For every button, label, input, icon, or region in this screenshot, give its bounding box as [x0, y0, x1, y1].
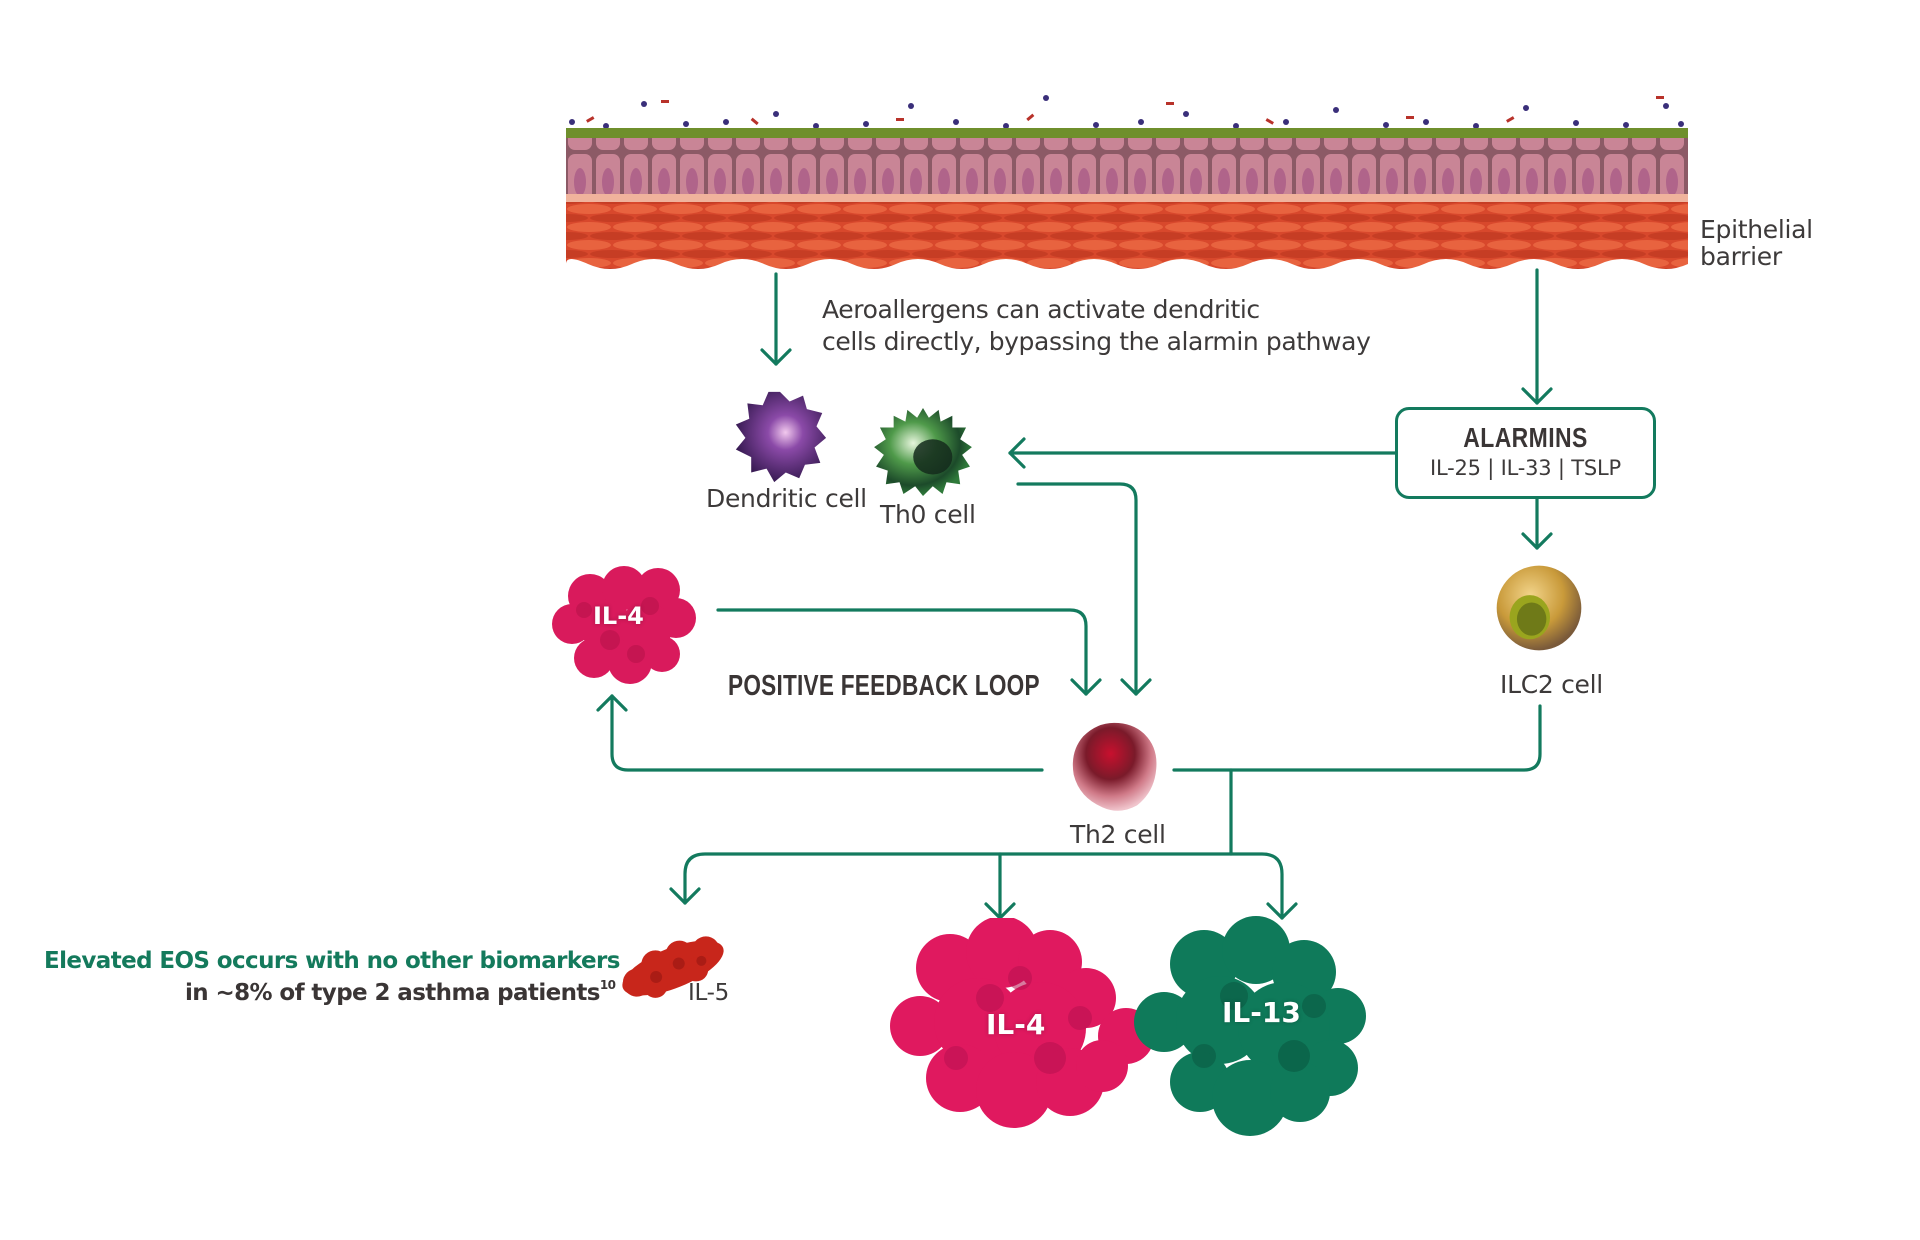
- dendritic-cell-label: Dendritic cell: [706, 484, 867, 513]
- il13-protein-icon: [1134, 916, 1366, 1136]
- dendritic-cell-icon: [735, 391, 827, 483]
- aeroallergen-note-line2: cells directly, bypassing the alarmin pa…: [822, 327, 1371, 356]
- positive-feedback-loop-label: POSITIVE FEEDBACK LOOP: [728, 670, 1040, 702]
- arrowhead-il4-large: [984, 902, 1016, 920]
- epithelial-barrier-label-line1: Epithelial: [1700, 215, 1813, 244]
- th0-cell-icon: [874, 407, 972, 496]
- ilc2-cell-label: ILC2 cell: [1500, 670, 1603, 699]
- eos-note-footnote: 10: [599, 978, 616, 992]
- th2-cell-icon: [1072, 722, 1157, 811]
- eos-note-line2: in ~8% of type 2 asthma patients10: [185, 978, 616, 1006]
- il4-large-label: IL-4: [986, 1008, 1046, 1041]
- arrowhead-dendritic: [760, 348, 792, 366]
- arrow-distribution-bar: [683, 852, 1284, 920]
- arrow-ilc2-to-junction: [1172, 704, 1542, 772]
- alarmins-box: ALARMINS IL-25 | IL-33 | TSLP: [1395, 407, 1656, 499]
- eos-note-line1: Elevated EOS occurs with no other biomar…: [44, 948, 620, 974]
- il13-label: IL-13: [1222, 996, 1301, 1029]
- allergen-rods: [586, 96, 1664, 126]
- arrow-th2-to-il4: [610, 694, 1044, 772]
- th0-cell-label: Th0 cell: [880, 500, 976, 529]
- arrow-th0-to-th2: [1016, 482, 1138, 696]
- arrowhead-th0: [1008, 437, 1026, 469]
- il4-protein-small-icon: [552, 566, 696, 684]
- arrowhead-il4-th2: [1070, 678, 1102, 696]
- allergen-particles: [569, 95, 1684, 129]
- epithelial-barrier-illustration: [566, 95, 1688, 269]
- alarmins-list: IL-25 | IL-33 | TSLP: [1429, 456, 1622, 480]
- eos-note-line2-text: in ~8% of type 2 asthma patients: [185, 980, 600, 1006]
- il4-protein-large-icon: [890, 918, 1154, 1128]
- arrowhead-feedback-il4: [596, 694, 628, 712]
- arrowhead-alarmins: [1521, 387, 1553, 405]
- il4-small-label: IL-4: [593, 602, 644, 630]
- arrowhead-th0-th2: [1120, 678, 1152, 696]
- epithelial-barrier-label: Epithelial barrier: [1700, 216, 1813, 270]
- arrowhead-il5: [669, 887, 701, 905]
- arrowhead-ilc2: [1521, 532, 1553, 550]
- alarmins-title: ALARMINS: [1463, 422, 1588, 453]
- ilc2-cell-icon: [1496, 565, 1582, 651]
- th2-cell-label: Th2 cell: [1070, 820, 1166, 849]
- il5-label: IL-5: [688, 980, 729, 1006]
- aeroallergen-note: Aeroallergens can activate dendritic cel…: [822, 294, 1371, 358]
- il5-protein-icon: [622, 936, 724, 998]
- epithelial-barrier-label-line2: barrier: [1700, 242, 1782, 271]
- aeroallergen-note-line1: Aeroallergens can activate dendritic: [822, 295, 1260, 324]
